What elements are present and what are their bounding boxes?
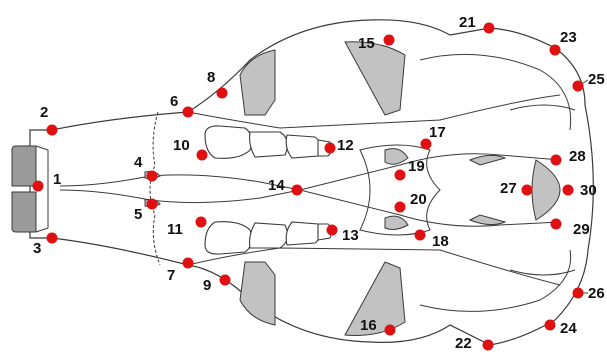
landmark-dot bbox=[573, 288, 584, 299]
landmark-label: 28 bbox=[569, 148, 586, 165]
landmark-label: 13 bbox=[342, 227, 359, 244]
landmark-dot bbox=[384, 35, 395, 46]
landmark-label: 7 bbox=[167, 267, 175, 284]
landmark-dot bbox=[33, 181, 44, 192]
landmark-label: 16 bbox=[360, 317, 377, 334]
landmark-label: 30 bbox=[580, 182, 597, 199]
landmark-dot bbox=[395, 170, 406, 181]
landmark-dot bbox=[47, 233, 58, 244]
landmark-label: 2 bbox=[40, 104, 48, 121]
landmark-label: 3 bbox=[33, 240, 41, 257]
landmark-dot bbox=[551, 219, 562, 230]
landmark-label: 27 bbox=[500, 180, 517, 197]
landmark-dot bbox=[197, 150, 208, 161]
landmark-dot bbox=[573, 81, 584, 92]
landmark-24: 24 bbox=[545, 320, 578, 338]
landmark-label: 5 bbox=[134, 206, 142, 223]
landmark-dot bbox=[196, 217, 207, 228]
landmark-label: 9 bbox=[203, 277, 211, 294]
landmark-label: 23 bbox=[560, 29, 577, 46]
landmark-dot bbox=[483, 340, 494, 351]
landmark-dot bbox=[395, 202, 406, 213]
landmark-label: 1 bbox=[53, 171, 61, 188]
landmark-dot bbox=[385, 325, 396, 336]
landmark-label: 6 bbox=[170, 93, 178, 110]
landmark-dot bbox=[220, 275, 231, 286]
landmark-8: 8 bbox=[207, 69, 228, 99]
landmark-dot bbox=[325, 143, 336, 154]
landmark-dot bbox=[327, 225, 338, 236]
landmark-label: 11 bbox=[167, 221, 183, 238]
landmark-9: 9 bbox=[203, 275, 231, 295]
landmark-label: 25 bbox=[588, 71, 605, 88]
landmark-dot bbox=[522, 185, 533, 196]
landmark-dot bbox=[147, 199, 158, 210]
landmark-dot bbox=[550, 45, 561, 56]
landmark-label: 17 bbox=[429, 124, 446, 141]
landmark-dot bbox=[47, 125, 58, 136]
landmark-label: 26 bbox=[588, 285, 605, 302]
landmark-label: 22 bbox=[455, 335, 472, 352]
landmark-label: 4 bbox=[134, 154, 143, 171]
landmark-dot bbox=[545, 320, 556, 331]
landmark-23: 23 bbox=[550, 29, 577, 56]
landmark-label: 24 bbox=[560, 320, 577, 337]
landmark-label: 15 bbox=[358, 35, 375, 52]
landmark-label: 19 bbox=[408, 158, 425, 175]
landmark-dot bbox=[415, 230, 426, 241]
landmark-label: 8 bbox=[207, 69, 215, 86]
landmark-label: 12 bbox=[337, 137, 354, 154]
landmark-dot bbox=[147, 171, 158, 182]
landmark-label: 10 bbox=[173, 137, 190, 154]
landmark-label: 20 bbox=[410, 191, 427, 208]
landmark-dot bbox=[484, 23, 495, 34]
landmark-dot bbox=[183, 258, 194, 269]
landmark-dot bbox=[183, 107, 194, 118]
landmark-label: 29 bbox=[573, 221, 590, 238]
landmark-dot bbox=[551, 155, 562, 166]
landmark-26: 26 bbox=[573, 285, 605, 302]
landmark-label: 21 bbox=[459, 14, 476, 31]
landmark-dot bbox=[292, 185, 303, 196]
landmark-dot bbox=[563, 185, 574, 196]
landmark-dot bbox=[217, 88, 228, 99]
landmark-label: 18 bbox=[432, 233, 449, 250]
landmark-label: 14 bbox=[268, 177, 285, 194]
